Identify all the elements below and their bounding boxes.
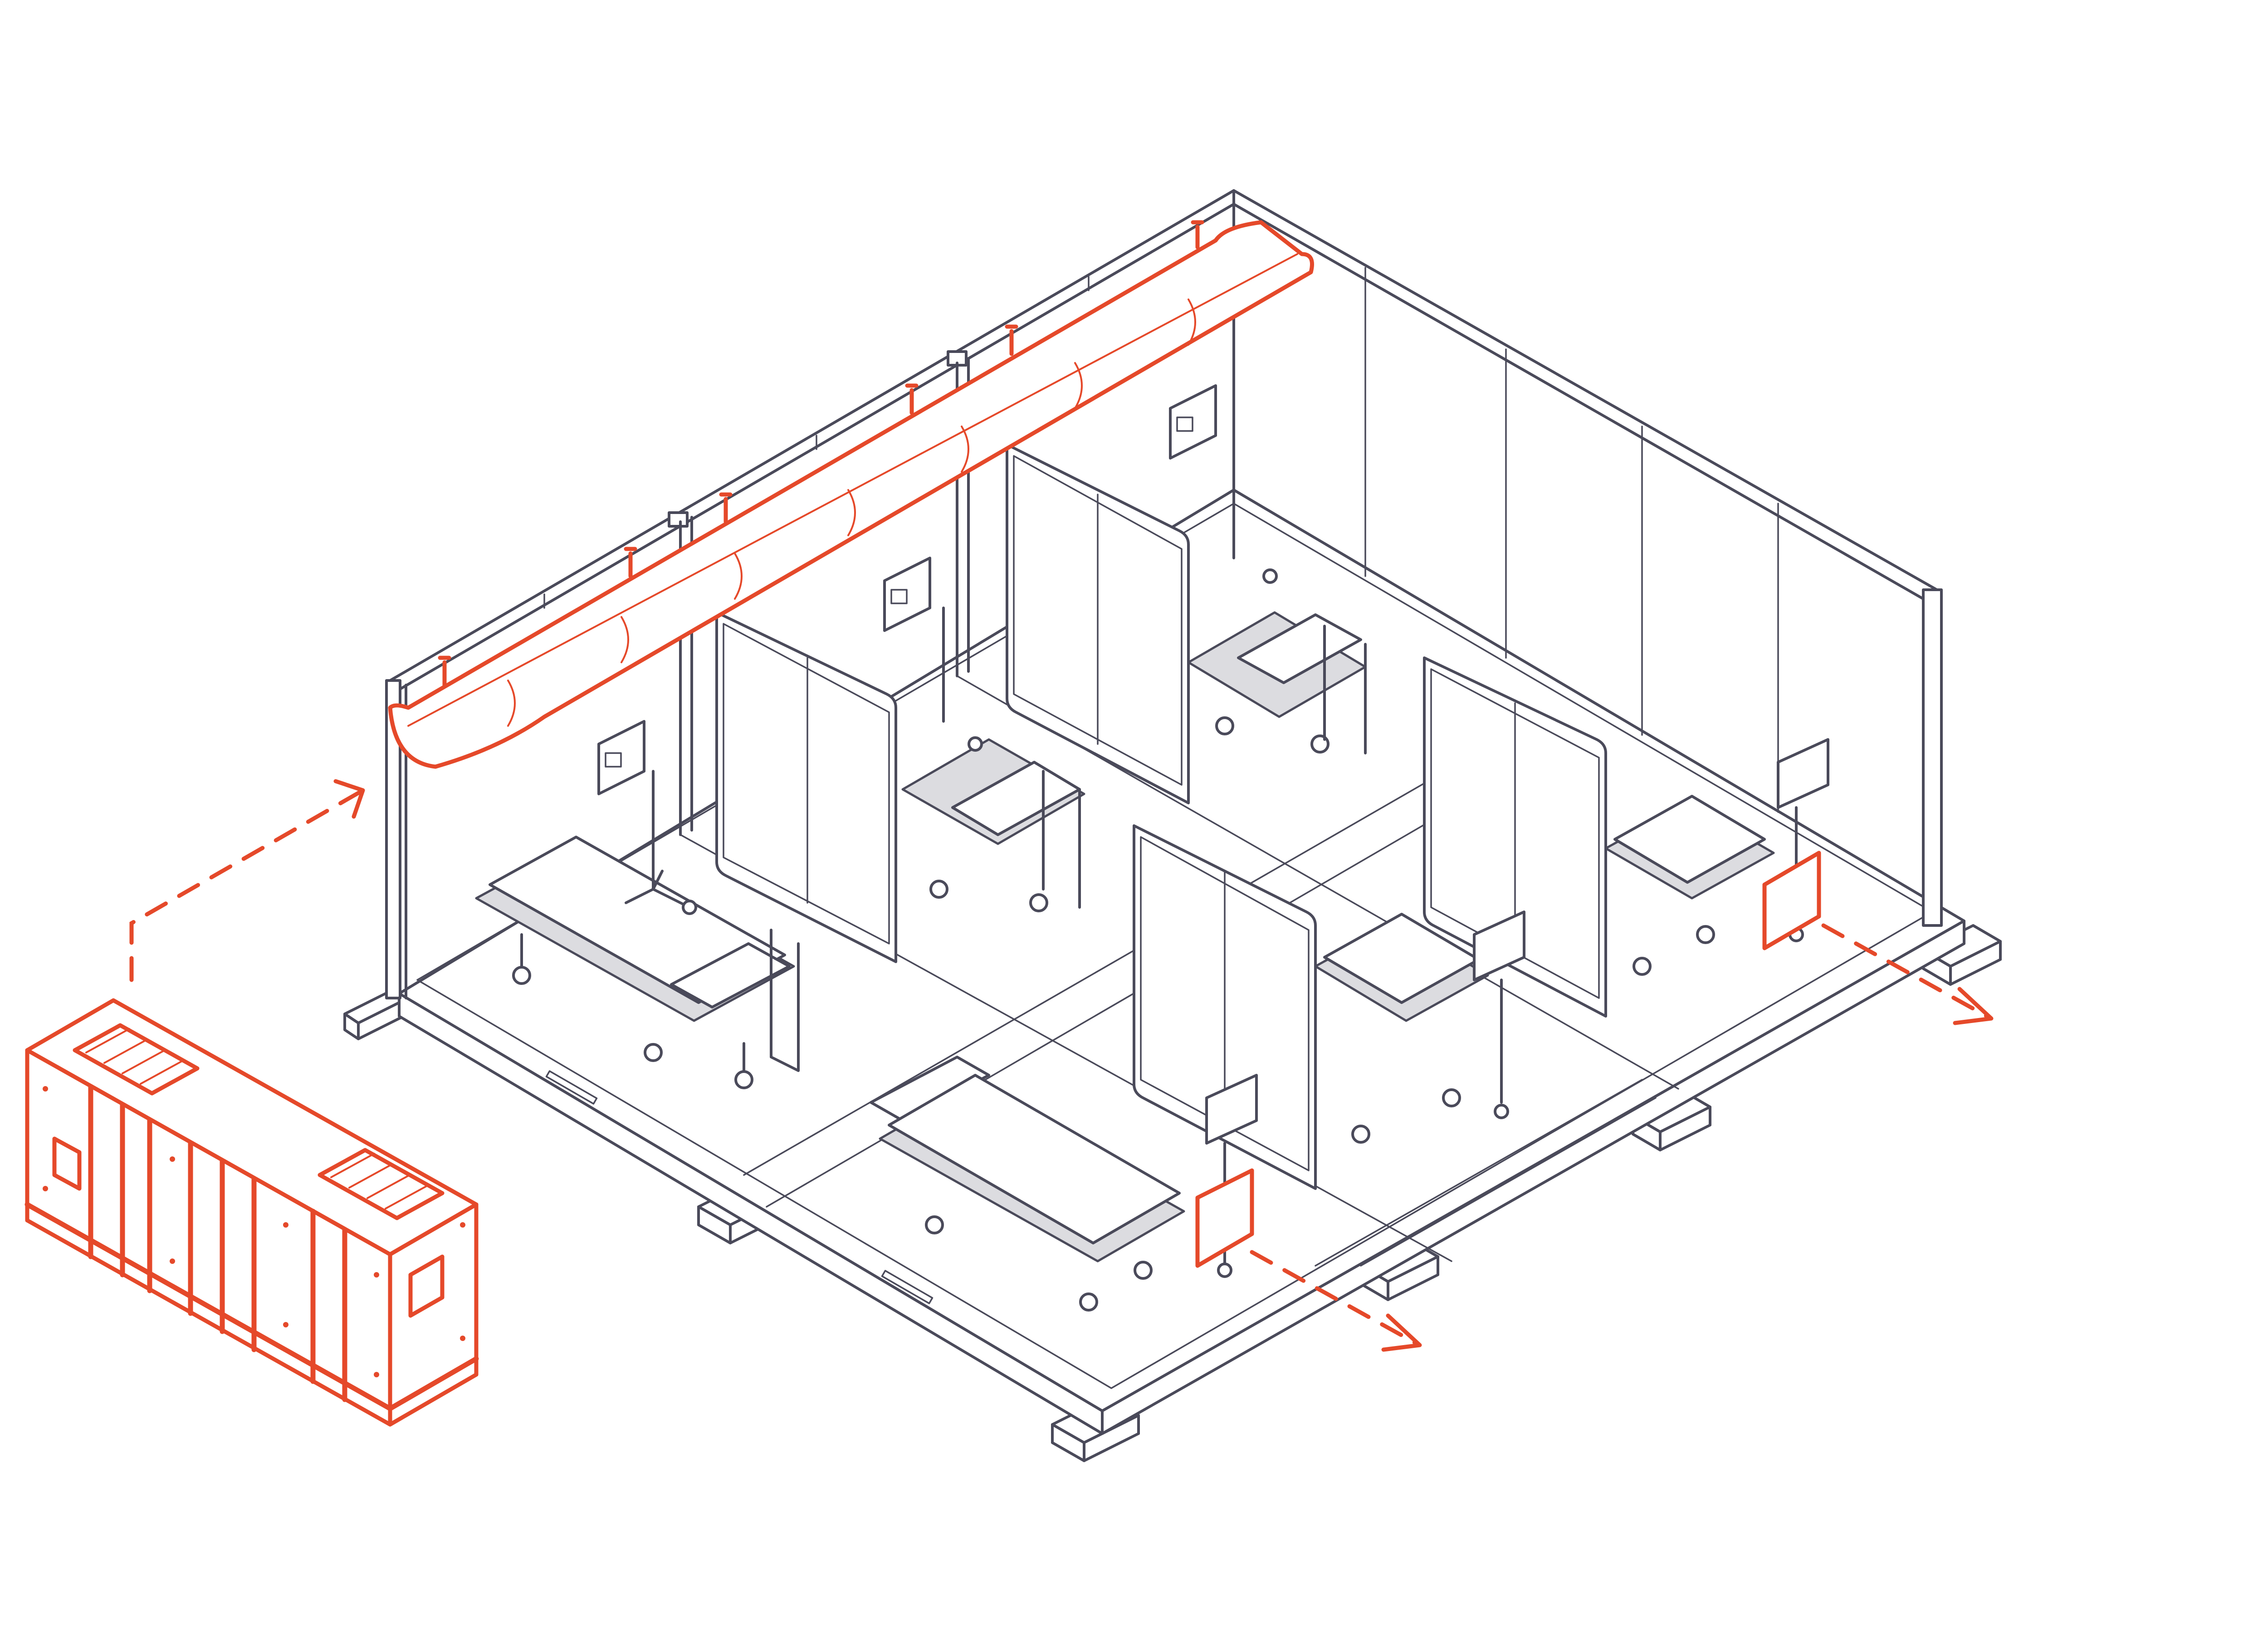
- privacy-screens: [715, 443, 1607, 1190]
- patient-monitor-icon: [1777, 738, 1829, 942]
- supply-air-duct: [388, 220, 1314, 769]
- exhaust-filter: [1762, 851, 1821, 950]
- patient-monitor-icon: [597, 720, 697, 915]
- exhaust-filters: [1195, 851, 1821, 1268]
- privacy-screen: [1006, 443, 1190, 804]
- dashed-arrow-icon: [1250, 1250, 1422, 1352]
- privacy-screen: [1133, 824, 1317, 1190]
- patient-monitor-icon: [1473, 911, 1525, 1119]
- patient-monitor-icon: [1169, 384, 1278, 584]
- hospital-stretcher-icon: [901, 738, 1085, 912]
- hospital-stretcher-icon: [870, 1056, 1185, 1312]
- hospital-stretcher-icon: [1187, 611, 1367, 754]
- hospital-stretcher-icon: [1314, 913, 1489, 1144]
- air-handling-unit-icon: [24, 998, 479, 1427]
- dashed-arrow-icon: [1821, 923, 1994, 1025]
- dashed-arrow-icon: [129, 779, 365, 982]
- privacy-screen: [715, 611, 897, 963]
- patient-monitor-icon: [883, 557, 983, 752]
- exhaust-filter: [1195, 1168, 1254, 1268]
- hospital-stretcher-icon: [475, 836, 800, 1089]
- privacy-screen: [1423, 656, 1607, 1018]
- hospital-stretcher-icon: [1604, 795, 1775, 976]
- stretchers: [475, 611, 1775, 1312]
- duct-hangers: [438, 220, 1204, 687]
- airflow-arrows: [129, 779, 1994, 1352]
- enclosure-walls: [385, 189, 1943, 999]
